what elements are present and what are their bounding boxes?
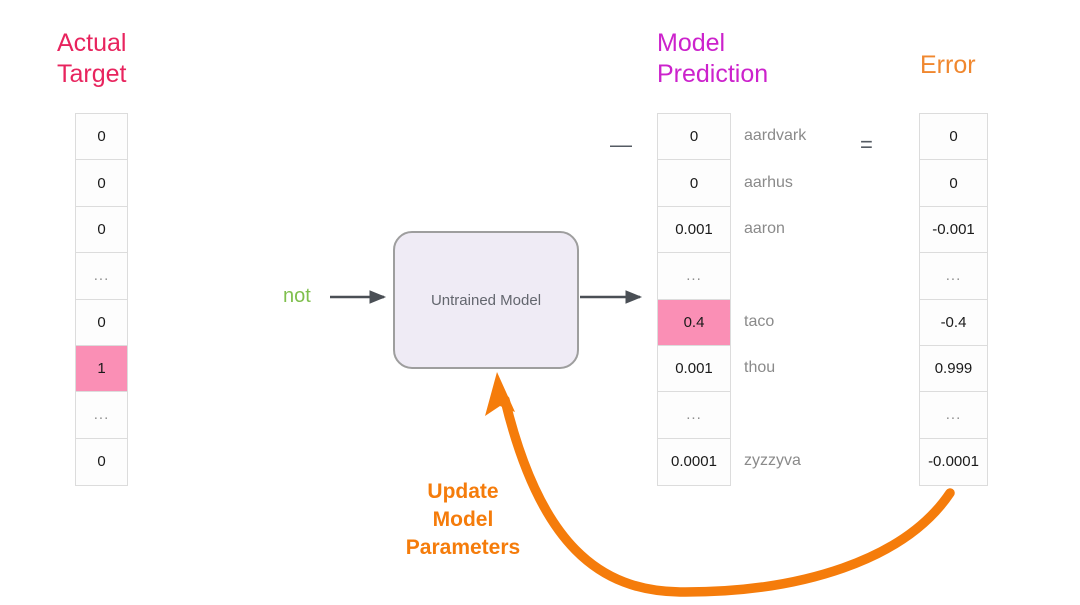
actual-target-cell: 0 xyxy=(76,438,127,485)
error-heading: Error xyxy=(920,51,976,79)
minus-operator: — xyxy=(610,132,632,157)
actual-target-cell-ellipsis: ... xyxy=(76,392,127,439)
error-cell-ellipsis: ... xyxy=(920,392,987,439)
word-label: aaron xyxy=(744,219,785,237)
model-prediction-cell: 0 xyxy=(658,160,730,207)
untrained-model-box: Untrained Model xyxy=(393,231,579,369)
error-cell: -0.0001 xyxy=(920,438,987,485)
untrained-model-label: Untrained Model xyxy=(430,291,542,309)
error-cell: -0.4 xyxy=(920,299,987,346)
actual-target-cell-ellipsis: ... xyxy=(76,253,127,300)
word-label: thou xyxy=(744,359,776,377)
actual-target-heading: Actual Target xyxy=(57,29,127,88)
word-label: aardvark xyxy=(744,127,807,145)
model-prediction-cell: 0.0001 xyxy=(658,438,730,485)
error-cell: 0 xyxy=(920,114,987,161)
error-column: 0 0 -0.001 ... -0.4 0.999 ... -0.0001 xyxy=(919,113,988,486)
error-cell: -0.001 xyxy=(920,206,987,254)
actual-target-cell: 0 xyxy=(76,299,127,346)
error-cell: 0.999 xyxy=(920,345,987,393)
actual-target-cell-highlighted: 1 xyxy=(76,345,127,393)
actual-target-column: 0 0 0 ... 0 1 ... 0 xyxy=(75,113,128,486)
word-label: aarhus xyxy=(744,173,793,191)
model-prediction-column: 0 0 0.001 ... 0.4 0.001 ... 0.0001 xyxy=(657,113,731,486)
input-word-label: not xyxy=(283,285,311,307)
model-prediction-cell-highlighted: 0.4 xyxy=(658,299,730,346)
actual-target-cell: 0 xyxy=(76,160,127,207)
model-prediction-cell-ellipsis: ... xyxy=(658,392,730,439)
model-prediction-cell: 0 xyxy=(658,114,730,161)
actual-target-cell: 0 xyxy=(76,206,127,254)
word-label: zyzzyva xyxy=(744,451,801,469)
update-model-parameters-caption: Update Model Parameters xyxy=(405,480,521,559)
model-prediction-cell: 0.001 xyxy=(658,206,730,254)
equals-operator: = xyxy=(860,132,873,157)
model-prediction-cell-ellipsis: ... xyxy=(658,253,730,300)
error-cell-ellipsis: ... xyxy=(920,253,987,300)
vocabulary-word-labels: aardvark aarhus aaron taco thou zyzzyva xyxy=(744,113,864,486)
error-cell: 0 xyxy=(920,160,987,207)
model-prediction-cell: 0.001 xyxy=(658,345,730,393)
model-prediction-heading: Model Prediction xyxy=(657,29,769,88)
word-label: taco xyxy=(744,312,775,330)
actual-target-cell: 0 xyxy=(76,114,127,161)
